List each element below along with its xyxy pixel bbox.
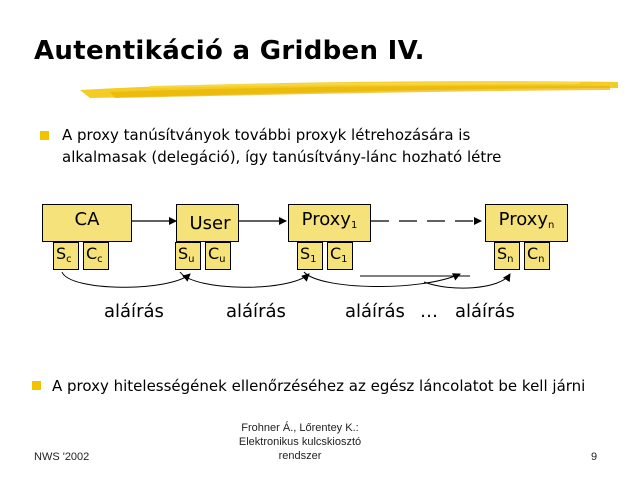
cell-proxy-1-signature: S1 (297, 242, 323, 270)
footer-authors: Frohner Á., Lőrentey K.: Elektronikus ku… (238, 422, 362, 462)
signature-label-3: aláírás (345, 301, 405, 322)
footer-conference: NWS '2002 (34, 451, 90, 463)
signature-ellipsis: … (420, 301, 438, 322)
sig-arrow-proxy1-next (303, 271, 461, 288)
sig-arrow-to-proxyn (423, 273, 511, 289)
bullet-1-line-1: A proxy tanúsítványok további proxyk lét… (62, 126, 471, 144)
cell-ca-certificate: Cc (83, 242, 109, 270)
title-underline-swoosh (80, 81, 618, 98)
box-proxy-n-label: Proxyn (498, 209, 555, 231)
box-proxy-1-label: Proxy1 (301, 209, 358, 231)
box-ca-label: CA (74, 209, 100, 230)
cell-proxy-n-certificate: Cn (524, 242, 550, 270)
box-proxy-1 (288, 204, 371, 242)
slide-title: Autentikáció a Gridben IV. (34, 36, 425, 66)
cell-user-signature: Su (175, 242, 201, 270)
box-ca (42, 204, 132, 242)
box-user-label: User (189, 213, 231, 234)
box-proxy-n (485, 204, 568, 242)
cell-proxy-1-certificate: C1 (327, 242, 353, 270)
bullet-marker-2 (32, 381, 41, 390)
sig-arrow-ca-user (61, 271, 191, 288)
cell-user-certificate: Cu (205, 242, 231, 270)
bullet-1-line-2: alkalmasak (delegáció), így tanúsítvány-… (62, 148, 502, 166)
footer-page-number: 9 (591, 451, 598, 463)
box-user (176, 204, 239, 242)
signature-label-2: aláírás (226, 301, 286, 322)
bullet-marker-1 (40, 131, 49, 140)
bullet-2-text: A proxy hitelességének ellenőrzéséhez az… (52, 377, 586, 395)
sig-arrow-user-proxy1 (179, 271, 310, 288)
signature-label-4: aláírás (455, 301, 515, 322)
cell-proxy-n-signature: Sn (494, 242, 520, 270)
cell-ca-signature: Sc (53, 242, 79, 270)
signature-label-1: aláírás (104, 301, 164, 322)
